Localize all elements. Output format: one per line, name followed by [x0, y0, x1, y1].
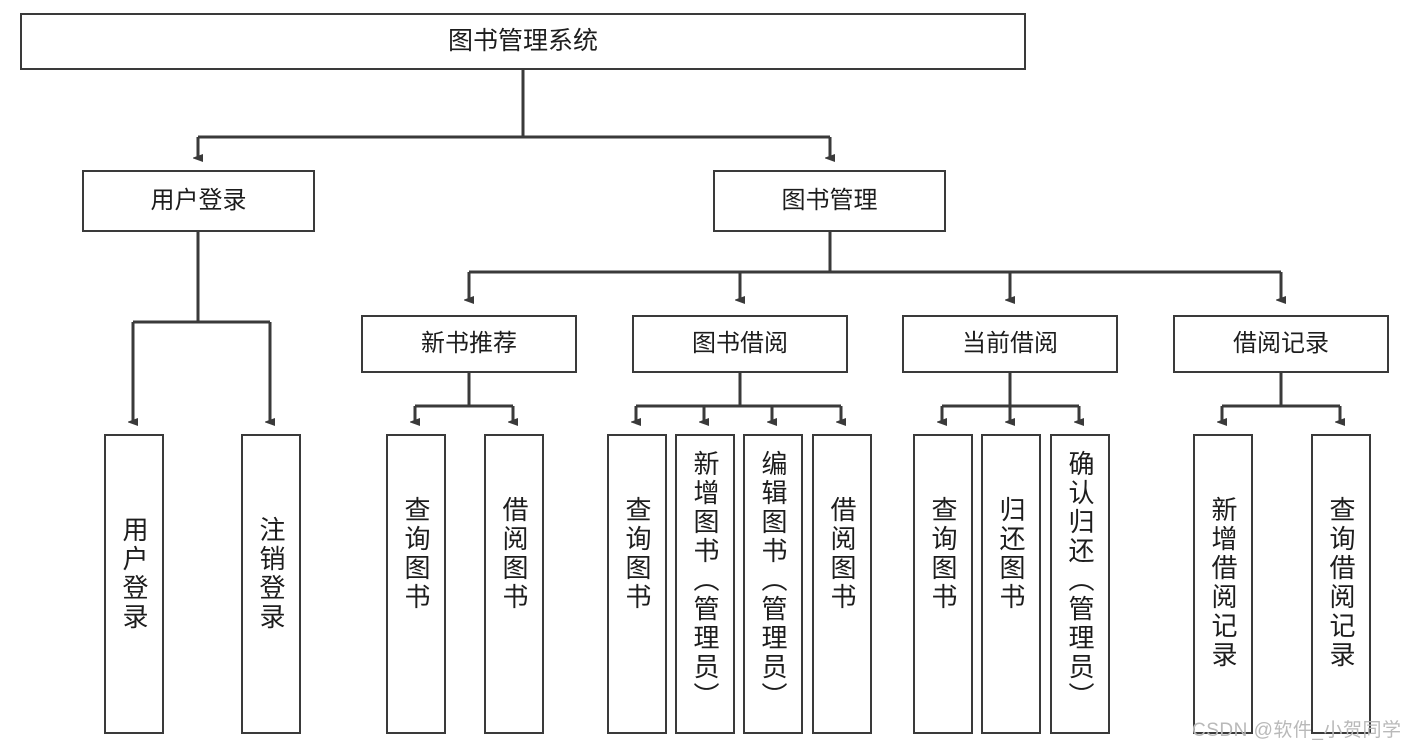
node-label: 图书管理系统 — [447, 27, 598, 55]
node-label: 归还图书 — [996, 496, 1026, 612]
node-user-login[interactable]: 用户登录 — [82, 170, 315, 232]
node-current-borrow[interactable]: 当前借阅 — [902, 315, 1118, 373]
leaf-query-book-current[interactable]: 查询图书 — [913, 434, 973, 734]
node-label: 查询图书 — [622, 496, 652, 612]
leaf-edit-book-admin[interactable]: 编辑图书（管理员） — [743, 434, 803, 734]
leaf-add-book-admin[interactable]: 新增图书（管理员） — [675, 434, 735, 734]
node-label: 借阅图书 — [827, 496, 857, 612]
node-label: 查询借阅记录 — [1326, 496, 1356, 670]
leaf-user-login[interactable]: 用户登录 — [104, 434, 164, 734]
node-book-borrow[interactable]: 图书借阅 — [632, 315, 848, 373]
leaf-borrow-book-recommend[interactable]: 借阅图书 — [484, 434, 544, 734]
node-label: 新增图书（管理员） — [690, 450, 720, 711]
node-label: 借阅记录 — [1233, 330, 1329, 358]
node-label: 用户登录 — [150, 187, 247, 215]
leaf-user-logout[interactable]: 注销登录 — [241, 434, 301, 734]
node-label: 编辑图书（管理员） — [758, 450, 788, 711]
node-label: 确认归还（管理员） — [1065, 450, 1095, 711]
leaf-query-book-borrow[interactable]: 查询图书 — [607, 434, 667, 734]
node-book-management[interactable]: 图书管理 — [713, 170, 946, 232]
leaf-borrow-book[interactable]: 借阅图书 — [812, 434, 872, 734]
node-label: 查询图书 — [928, 496, 958, 612]
leaf-query-borrow-record[interactable]: 查询借阅记录 — [1311, 434, 1371, 734]
node-label: 图书借阅 — [692, 330, 788, 358]
leaf-return-book[interactable]: 归还图书 — [981, 434, 1041, 734]
node-book-management-system[interactable]: 图书管理系统 — [20, 13, 1026, 70]
leaf-add-borrow-record[interactable]: 新增借阅记录 — [1193, 434, 1253, 734]
node-borrow-record[interactable]: 借阅记录 — [1173, 315, 1389, 373]
node-label: 新增借阅记录 — [1208, 496, 1238, 670]
node-label: 用户登录 — [119, 516, 149, 632]
node-label: 图书管理 — [781, 187, 878, 215]
leaf-query-book-recommend[interactable]: 查询图书 — [386, 434, 446, 734]
leaf-confirm-return-admin[interactable]: 确认归还（管理员） — [1050, 434, 1110, 734]
node-label: 借阅图书 — [499, 496, 529, 612]
node-label: 注销登录 — [256, 516, 286, 632]
csdn-watermark: CSDN @软件_小贺同学 — [1192, 720, 1402, 741]
node-new-book-recommend[interactable]: 新书推荐 — [361, 315, 577, 373]
node-label: 当前借阅 — [962, 330, 1058, 358]
node-label: 新书推荐 — [421, 330, 517, 358]
node-label: 查询图书 — [401, 496, 431, 612]
